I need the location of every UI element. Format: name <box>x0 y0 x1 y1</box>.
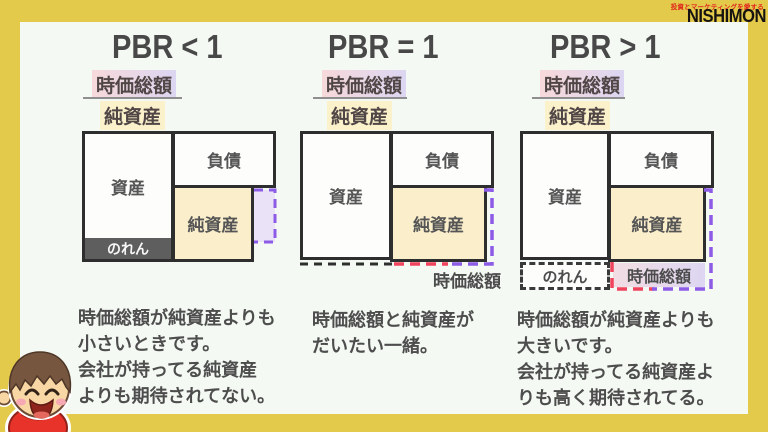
assets-box: 資産 のれん <box>82 131 174 262</box>
caption-line: 会社が持ってる純資産よ <box>517 362 715 382</box>
caption-line: 時価総額と純資産が <box>312 310 474 330</box>
fraction-bar <box>532 97 625 99</box>
caption-line: りも高く期待されてる。 <box>517 388 715 408</box>
market-cap-label: 時価総額 <box>626 269 691 286</box>
goodwill-band: のれん <box>85 238 171 259</box>
brand-logo: NISHIMON <box>686 6 767 26</box>
mascot-eye-right <box>44 388 60 396</box>
formula-denominator: 純資産 <box>100 101 166 130</box>
mascot-blush-left <box>16 398 26 406</box>
header-pbr-greater: PBR > 1 <box>550 28 661 65</box>
goodwill-box: のれん <box>520 262 610 290</box>
liabilities-box: 負債 <box>390 131 494 188</box>
caption-pbr-greater: 時価総額が純資産よりも 大きいです。 会社が持ってる純資産よ りも高く期待されて… <box>517 307 715 411</box>
mascot-blush-right <box>56 398 66 406</box>
caption-line: 大きいです。 <box>517 336 623 356</box>
fraction-bar <box>83 97 182 99</box>
liabilities-label: 負債 <box>644 152 678 171</box>
assets-label: 資産 <box>548 188 582 207</box>
assets-label: 資産 <box>329 188 363 207</box>
fraction-bar <box>313 97 407 99</box>
formula-numerator: 時価総額 <box>540 70 625 99</box>
caption-line: よりも期待されてない。 <box>78 386 276 406</box>
equity-box: 純資産 <box>390 185 487 262</box>
equity-box: 純資産 <box>172 185 254 262</box>
equity-label: 純資産 <box>413 216 464 235</box>
liabilities-label: 負債 <box>207 152 241 171</box>
brand-tagline: 投資とマーケティングを愛する <box>670 4 764 11</box>
formula-denominator: 純資産 <box>545 101 611 130</box>
mascot-tongue <box>33 411 50 419</box>
liabilities-label: 負債 <box>425 152 459 171</box>
header-pbr-less: PBR < 1 <box>112 28 223 65</box>
mascot-character <box>0 351 72 432</box>
assets-box: 資産 <box>300 131 392 260</box>
assets-box: 資産 <box>520 131 610 260</box>
formula-numerator: 時価総額 <box>322 70 407 99</box>
caption-pbr-equal: 時価総額と純資産が だいたい一緒。 <box>312 307 474 359</box>
caption-line: 時価総額が純資産よりも <box>78 308 276 328</box>
caption-line: 会社が持ってる純資産 <box>78 360 258 380</box>
equity-box: 純資産 <box>608 185 706 262</box>
caption-line: 小さいときです。 <box>78 334 221 354</box>
mascot-eye-left <box>24 388 40 396</box>
formula-numerator: 時価総額 <box>92 70 177 99</box>
assets-label: 資産 <box>111 178 145 198</box>
header-pbr-equal: PBR = 1 <box>328 28 439 65</box>
equity-label: 純資産 <box>631 216 683 235</box>
formula-denominator: 純資産 <box>327 101 393 130</box>
liabilities-box: 負債 <box>172 131 276 188</box>
goodwill-label: のれん <box>542 268 588 286</box>
market-cap-label: 時価総額 <box>433 272 501 291</box>
market-cap-box: 時価総額 <box>613 263 705 287</box>
caption-line: 時価総額が純資産よりも <box>517 310 715 330</box>
equity-label: 純資産 <box>187 216 239 235</box>
mascot-hair <box>8 351 72 394</box>
caption-line: だいたい一緒。 <box>312 336 438 356</box>
liabilities-box: 負債 <box>608 131 714 188</box>
caption-pbr-less: 時価総額が純資産よりも 小さいときです。 会社が持ってる純資産 よりも期待されて… <box>78 305 276 409</box>
